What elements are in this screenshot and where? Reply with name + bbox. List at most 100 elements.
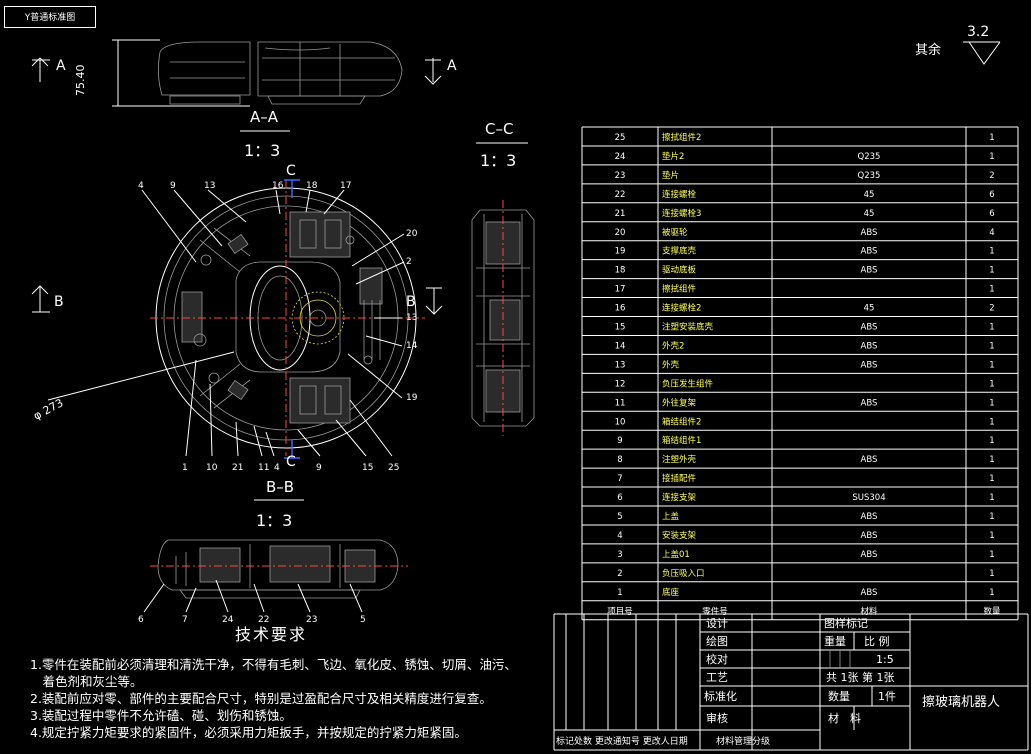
cut-c-top: C (286, 163, 296, 179)
parts-row-qty: 1 (989, 531, 994, 541)
surface-finish-note: 其余 (915, 42, 941, 58)
parts-row-no: 1 (617, 588, 622, 598)
parts-row-name: 注塑外壳 (662, 454, 697, 465)
parts-row-no: 4 (617, 531, 622, 541)
balloon: 7 (182, 615, 188, 625)
parts-row-qty: 2 (989, 171, 994, 181)
balloons-bottom: 1 10 21 11 4 9 15 25 (182, 359, 399, 473)
requirement-line: 2.装配前应对零、部件的主要配合尺寸，特别是过盈配合尺寸及相关精度进行复查。 (30, 691, 492, 706)
parts-row-qty: 1 (989, 360, 994, 370)
cut-a-left: A (56, 58, 66, 74)
parts-row-name: 外壳2 (662, 340, 684, 351)
parts-row-name: 连接螺栓 (662, 189, 697, 200)
cut-c-bottom: C (286, 454, 296, 470)
parts-row-material: ABS (861, 247, 878, 257)
parts-row-name: 连接螺栓3 (662, 208, 701, 219)
aa-scale-label: 1：3 (244, 141, 280, 160)
parts-row-name: 注塑安装底壳 (662, 322, 714, 333)
parts-row-qty: 1 (989, 152, 994, 162)
tb-check: 校对 (706, 652, 728, 666)
tb-footer-right: 材料管理分级 (716, 735, 770, 747)
parts-row-material: ABS (861, 360, 878, 370)
parts-row-name: 上盖 (662, 511, 680, 522)
parts-row-no: 24 (615, 152, 626, 162)
parts-row-material: SUS304 (852, 493, 885, 503)
tb-scale-label: 比 例 (864, 634, 890, 648)
view-bb: B–B 1：3 6 7 24 22 23 5 (138, 478, 408, 625)
parts-row-material: ABS (861, 531, 878, 541)
balloon: 6 (138, 615, 144, 625)
parts-row-qty: 1 (989, 550, 994, 560)
parts-row-material: ABS (861, 550, 878, 560)
balloon: 25 (388, 463, 399, 473)
parts-row-name: 底座 (662, 587, 680, 598)
parts-row-qty: 1 (989, 493, 994, 503)
parts-row-material: ABS (861, 398, 878, 408)
tb-footer: 标记处数 更改通知号 更改人日期 (556, 735, 688, 747)
cut-a-right: A (447, 58, 457, 74)
balloon: 22 (258, 615, 269, 625)
parts-row-no: 7 (617, 474, 622, 484)
parts-row-qty: 1 (989, 417, 994, 427)
balloon: 16 (272, 181, 284, 191)
parts-row-material: Q235 (858, 171, 881, 181)
parts-row-no: 23 (615, 171, 626, 181)
parts-row-name: 接插配件 (662, 473, 697, 484)
view-cc: C–C 1：3 (471, 120, 535, 436)
parts-row-name: 驱动底板 (662, 265, 697, 276)
balloon: 18 (306, 181, 318, 191)
parts-header-qty: 数量 (983, 606, 1001, 617)
surface-finish-value: 3.2 (967, 24, 989, 40)
height-dimension: 75.40 (74, 65, 87, 97)
balloon: 15 (362, 463, 373, 473)
parts-row-name: 外往复架 (662, 397, 697, 408)
bb-scale-label: 1：3 (256, 511, 292, 530)
parts-header-name: 零件号 (702, 606, 728, 617)
parts-row-name: 支撑底壳 (662, 246, 697, 257)
parts-row-name: 外壳 (662, 359, 680, 370)
balloon: 4 (274, 463, 280, 473)
technical-requirements: 技术要求 1.零件在装配前必须清理和清洗干净，不得有毛刺、飞边、氧化皮、锈蚀、切… (30, 626, 550, 741)
requirement-line: 1.零件在装配前必须清理和清洗干净，不得有毛刺、飞边、氧化皮、锈蚀、切屑、油污、 (30, 657, 517, 672)
view-aa: 75.40 A–A 1：3 A A (31, 39, 457, 160)
parts-row-qty: 1 (989, 512, 994, 522)
balloons-bb: 6 7 24 22 23 5 (138, 579, 366, 625)
parts-row-name: 负压吸入口 (662, 568, 705, 579)
balloon: 4 (138, 181, 144, 191)
bb-view-label: B–B (266, 478, 294, 496)
requirement-line: 着色剂和灰尘等。 (30, 674, 143, 689)
parts-row-qty: 1 (989, 474, 994, 484)
cut-b-right: B (406, 294, 416, 310)
tb-material-label: 材 料 (828, 711, 861, 725)
parts-row-no: 15 (615, 323, 626, 333)
balloon: 5 (360, 615, 366, 625)
tb-product-name: 擦玻璃机器人 (922, 695, 1000, 710)
parts-row-qty: 2 (989, 304, 994, 314)
tb-weight-label: 重量 (824, 634, 846, 648)
parts-row-material: ABS (861, 266, 878, 276)
balloon: 24 (222, 615, 234, 625)
parts-row-no: 16 (615, 304, 626, 314)
parts-row-material: Q235 (858, 152, 881, 162)
cc-scale-label: 1：3 (480, 151, 516, 170)
balloon: 1 (182, 463, 188, 473)
parts-row-name: 连接支架 (662, 492, 697, 503)
parts-row-no: 13 (615, 360, 626, 370)
tb-qty-value: 1件 (878, 690, 896, 703)
balloon: 17 (340, 181, 351, 191)
parts-row-name: 安装支架 (662, 530, 697, 541)
parts-row-qty: 1 (989, 436, 994, 446)
balloons-right: 20 2 13 14 19 (347, 229, 418, 403)
tb-review: 审核 (706, 711, 728, 725)
parts-row-name: 被驱轮 (662, 227, 688, 238)
parts-row-no: 14 (615, 341, 626, 351)
parts-row-no: 21 (615, 209, 626, 219)
parts-row-no: 9 (617, 436, 622, 446)
parts-row-material: ABS (861, 588, 878, 598)
requirements-title: 技术要求 (235, 625, 308, 644)
parts-row-name: 上盖01 (662, 549, 690, 560)
parts-row-name: 箱结组件2 (662, 416, 701, 427)
parts-row-no: 11 (615, 398, 626, 408)
parts-row-qty: 6 (989, 209, 994, 219)
